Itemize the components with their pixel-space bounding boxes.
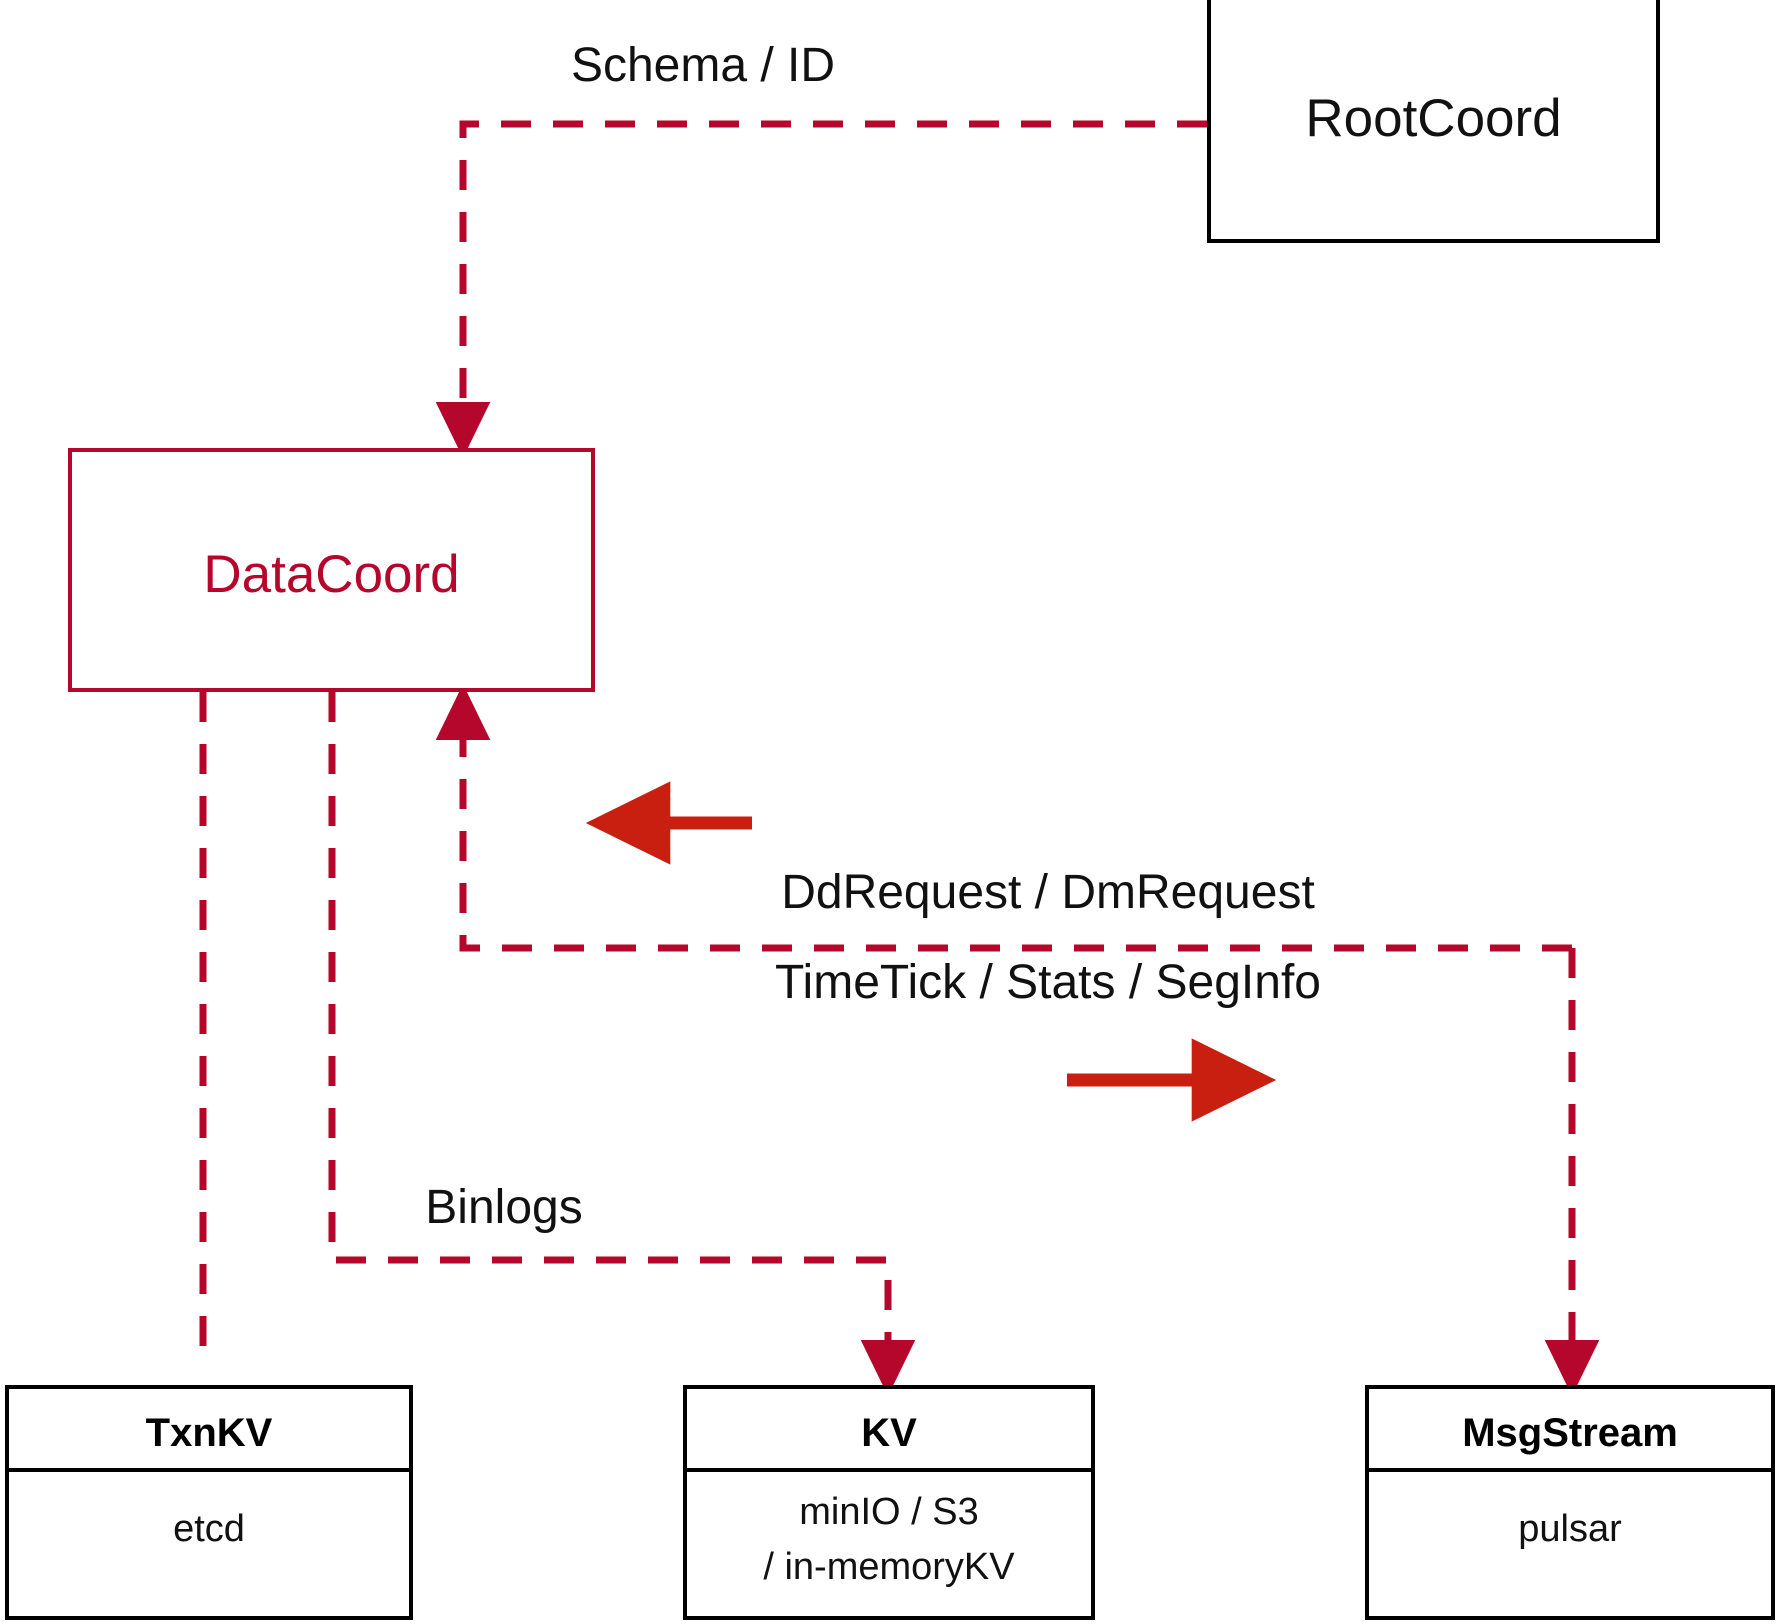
node-rootcoord[interactable]: RootCoord <box>1207 0 1660 243</box>
node-kv-divider <box>687 1468 1091 1472</box>
node-kv-body: minIO / S3 / in-memoryKV <box>687 1485 1091 1595</box>
node-txnkv[interactable]: TxnKV etcd <box>5 1385 413 1620</box>
edge-binlogs <box>328 692 916 1396</box>
edge-label-binlogs: Binlogs <box>425 1181 583 1234</box>
node-txnkv-body: etcd <box>173 1508 245 1550</box>
node-datacoord[interactable]: DataCoord <box>68 448 595 692</box>
edge-label-dd-dm-request: DdRequest / DmRequest <box>781 866 1315 919</box>
node-kv-body-line1: minIO / S3 <box>799 1491 979 1533</box>
node-kv-header: KV <box>861 1411 917 1455</box>
node-msgstream-divider <box>1369 1468 1771 1472</box>
node-kv[interactable]: KV minIO / S3 / in-memoryKV <box>683 1385 1095 1620</box>
node-rootcoord-label: RootCoord <box>1305 89 1562 148</box>
node-txnkv-header: TxnKV <box>145 1411 273 1455</box>
edge-label-schema-id: Schema / ID <box>570 39 836 92</box>
edge-schema-id <box>435 120 1207 458</box>
node-kv-body-line2: / in-memoryKV <box>763 1546 1015 1589</box>
node-txnkv-divider <box>9 1468 409 1472</box>
edge-msgstream-datacoord <box>435 684 1572 952</box>
node-msgstream-body: pulsar <box>1518 1508 1622 1550</box>
node-datacoord-label: DataCoord <box>203 545 460 604</box>
node-msgstream-header: MsgStream <box>1462 1411 1678 1455</box>
edge-label-timetick-stats-seginfo: TimeTick / Stats / SegInfo <box>775 956 1321 1009</box>
node-msgstream[interactable]: MsgStream pulsar <box>1365 1385 1775 1620</box>
